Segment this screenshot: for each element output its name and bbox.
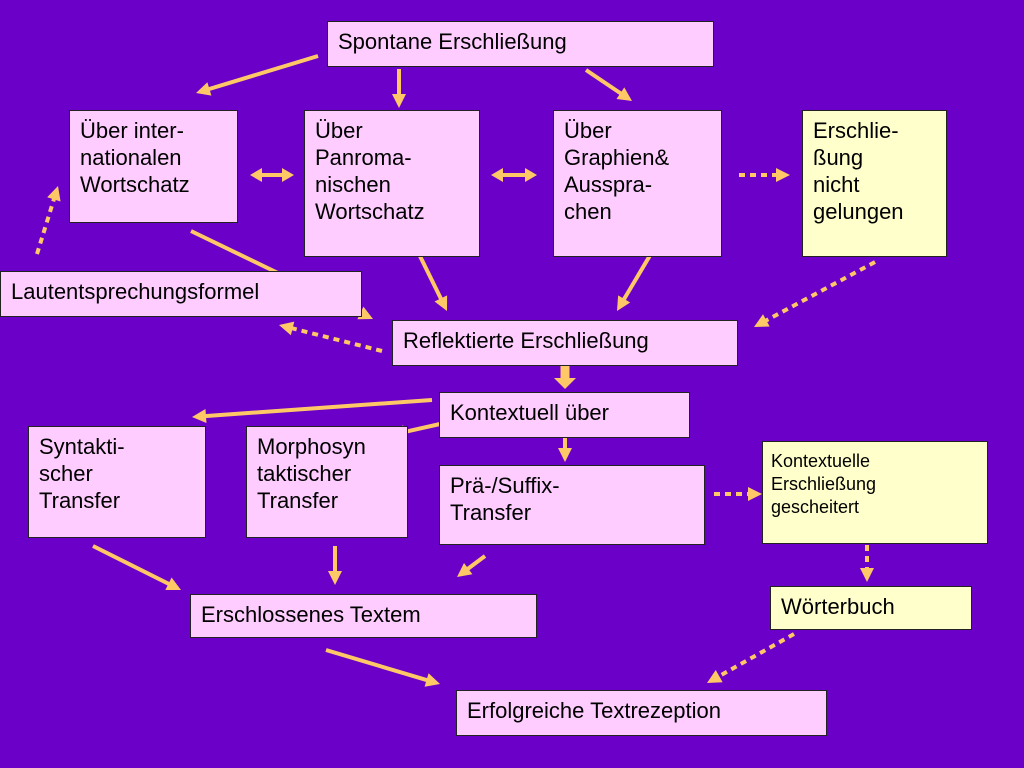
arrow-kontextuell-to-praesuffix-head bbox=[558, 448, 572, 462]
arrow-panromanisch-graphien-head bbox=[525, 168, 537, 182]
arrow-spontane-to-graphien-head bbox=[616, 87, 632, 101]
node-prae-suffix-transfer: Prä-/Suffix- Transfer bbox=[439, 465, 705, 545]
arrow-spontane-to-international bbox=[206, 54, 319, 92]
arrow-nicht-gelungen-to-reflektiert-head bbox=[754, 314, 770, 327]
arrow-praesuffix-to-textem bbox=[464, 554, 487, 572]
node-kontextuell-ueber: Kontextuell über bbox=[439, 392, 690, 438]
arrow-reflektiert-to-lautentsprechung bbox=[289, 325, 383, 353]
arrow-spontane-to-graphien bbox=[584, 68, 624, 97]
node-spontane-erschliessung: Spontane Erschließung bbox=[327, 21, 714, 67]
node-graphien-aussprachen: Über Graphien& Ausspra- chen bbox=[553, 110, 722, 257]
arrow-lautentsprechung-to-international bbox=[35, 196, 57, 255]
arrow-woerterbuch-to-erfolgreich-head bbox=[707, 670, 723, 683]
node-erschlossenes-textem: Erschlossenes Textem bbox=[190, 594, 537, 638]
arrow-lautentsprechung-to-international-head bbox=[47, 186, 61, 202]
arrow-kontextuell-to-morphosyntaktisch bbox=[401, 422, 441, 435]
node-kontextuelle-erschliessung-gescheitert: Kontextuelle Erschließung gescheitert bbox=[762, 441, 988, 544]
arrow-panromanisch-graphien-start-head bbox=[491, 168, 503, 182]
node-internationaler-wortschatz: Über inter- nationalen Wortschatz bbox=[69, 110, 238, 223]
node-lautentsprechungsformel: Lautentsprechungsformel bbox=[0, 271, 362, 317]
arrow-panromanisch-to-reflektiert-head bbox=[434, 295, 448, 311]
arrow-woerterbuch-to-erfolgreich bbox=[715, 632, 795, 680]
arrow-textem-to-erfolgreich-head bbox=[424, 673, 440, 687]
arrow-morphosyntaktisch-to-textem-head bbox=[328, 571, 342, 585]
arrow-spontane-to-panromanisch-head bbox=[392, 94, 406, 108]
arrow-graphien-to-reflektiert-head bbox=[617, 295, 631, 311]
node-erschliessung-nicht-gelungen: Erschlie- ßung nicht gelungen bbox=[802, 110, 947, 257]
arrow-kontextuell-to-syntaktisch bbox=[203, 398, 433, 419]
arrow-graphien-to-nicht-gelungen-head bbox=[776, 168, 790, 182]
node-panromanischer-wortschatz: Über Panroma- nischen Wortschatz bbox=[304, 110, 480, 257]
arrow-reflektiert-to-kontextuell-head bbox=[554, 378, 576, 389]
arrow-reflektiert-to-lautentsprechung-head bbox=[279, 321, 295, 336]
arrow-syntaktisch-to-textem bbox=[92, 544, 172, 587]
arrow-panromanisch-to-reflektiert bbox=[415, 249, 444, 302]
arrow-nicht-gelungen-to-reflektiert bbox=[762, 260, 876, 324]
arrow-spontane-to-international-head bbox=[196, 82, 212, 96]
arrow-international-panromanisch-start-head bbox=[250, 168, 262, 182]
node-morphosyntaktischer-transfer: Morphosyn taktischer Transfer bbox=[246, 426, 408, 538]
arrow-syntaktisch-to-textem-head bbox=[165, 577, 181, 590]
node-reflektierte-erschliessung: Reflektierte Erschließung bbox=[392, 320, 738, 366]
arrow-textem-to-erfolgreich bbox=[325, 648, 430, 683]
arrow-gescheitert-to-woerterbuch-head bbox=[860, 568, 874, 582]
arrow-praesuffix-to-gescheitert-head bbox=[748, 487, 762, 501]
arrow-praesuffix-to-textem-head bbox=[457, 563, 473, 577]
arrow-kontextuell-to-syntaktisch-head bbox=[192, 409, 207, 423]
node-woerterbuch: Wörterbuch bbox=[770, 586, 972, 630]
node-syntaktischer-transfer: Syntakti- scher Transfer bbox=[28, 426, 206, 538]
arrow-international-panromanisch-head bbox=[282, 168, 294, 182]
node-erfolgreiche-textrezeption: Erfolgreiche Textrezeption bbox=[456, 690, 827, 736]
